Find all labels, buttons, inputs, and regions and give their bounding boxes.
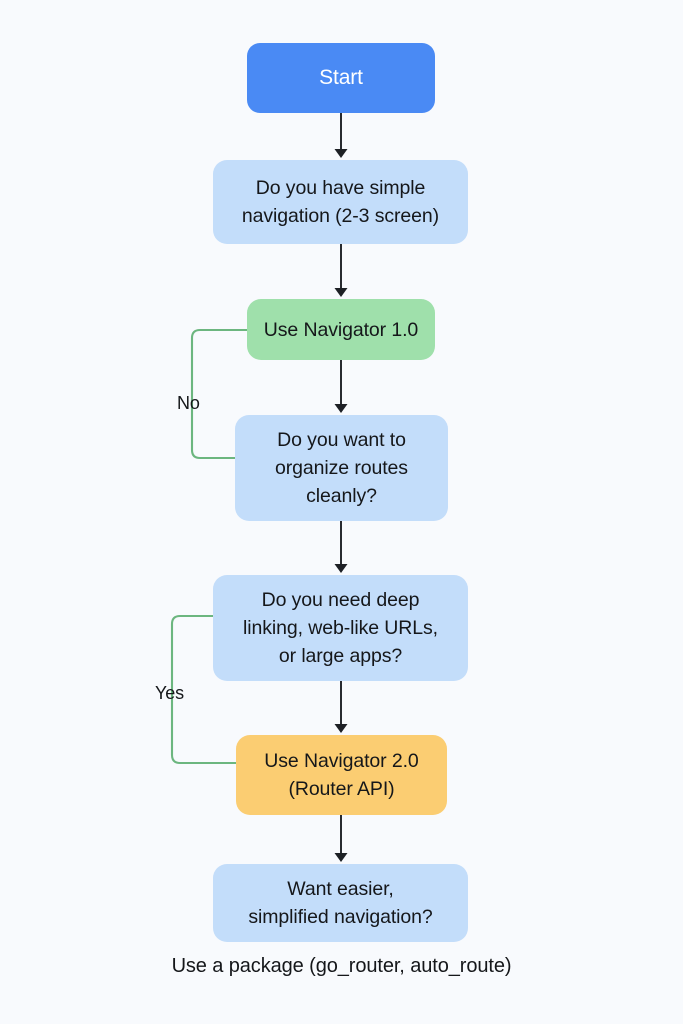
arrow-head-navigator-1-to-organize: [334, 404, 348, 413]
node-deep-linking[interactable]: Do you need deep linking, web-like URLs,…: [213, 575, 468, 681]
edge-label-no-label: No: [177, 393, 200, 413]
arrow-head-organize-to-deep-linking: [334, 564, 348, 573]
node-simple-nav[interactable]: Do you have simple navigation (2-3 scree…: [213, 160, 468, 244]
arrow-head-deep-linking-to-navigator-2: [334, 724, 348, 733]
node-want-easier[interactable]: Want easier, simplified navigation?: [213, 864, 468, 942]
arrow-head-start-to-simple-nav: [334, 149, 348, 158]
node-start[interactable]: Start: [247, 43, 435, 113]
node-navigator-1[interactable]: Use Navigator 1.0: [247, 299, 435, 360]
arrow-head-simple-nav-to-navigator-1: [334, 288, 348, 297]
node-organize-routes[interactable]: Do you want to organize routes cleanly?: [235, 415, 448, 521]
footer-caption: Use a package (go_router, auto_route): [171, 955, 512, 977]
node-navigator-2[interactable]: Use Navigator 2.0 (Router API): [236, 735, 447, 815]
edge-label-yes-label: Yes: [155, 683, 185, 703]
arrow-head-navigator-2-to-want-easier: [334, 853, 348, 862]
